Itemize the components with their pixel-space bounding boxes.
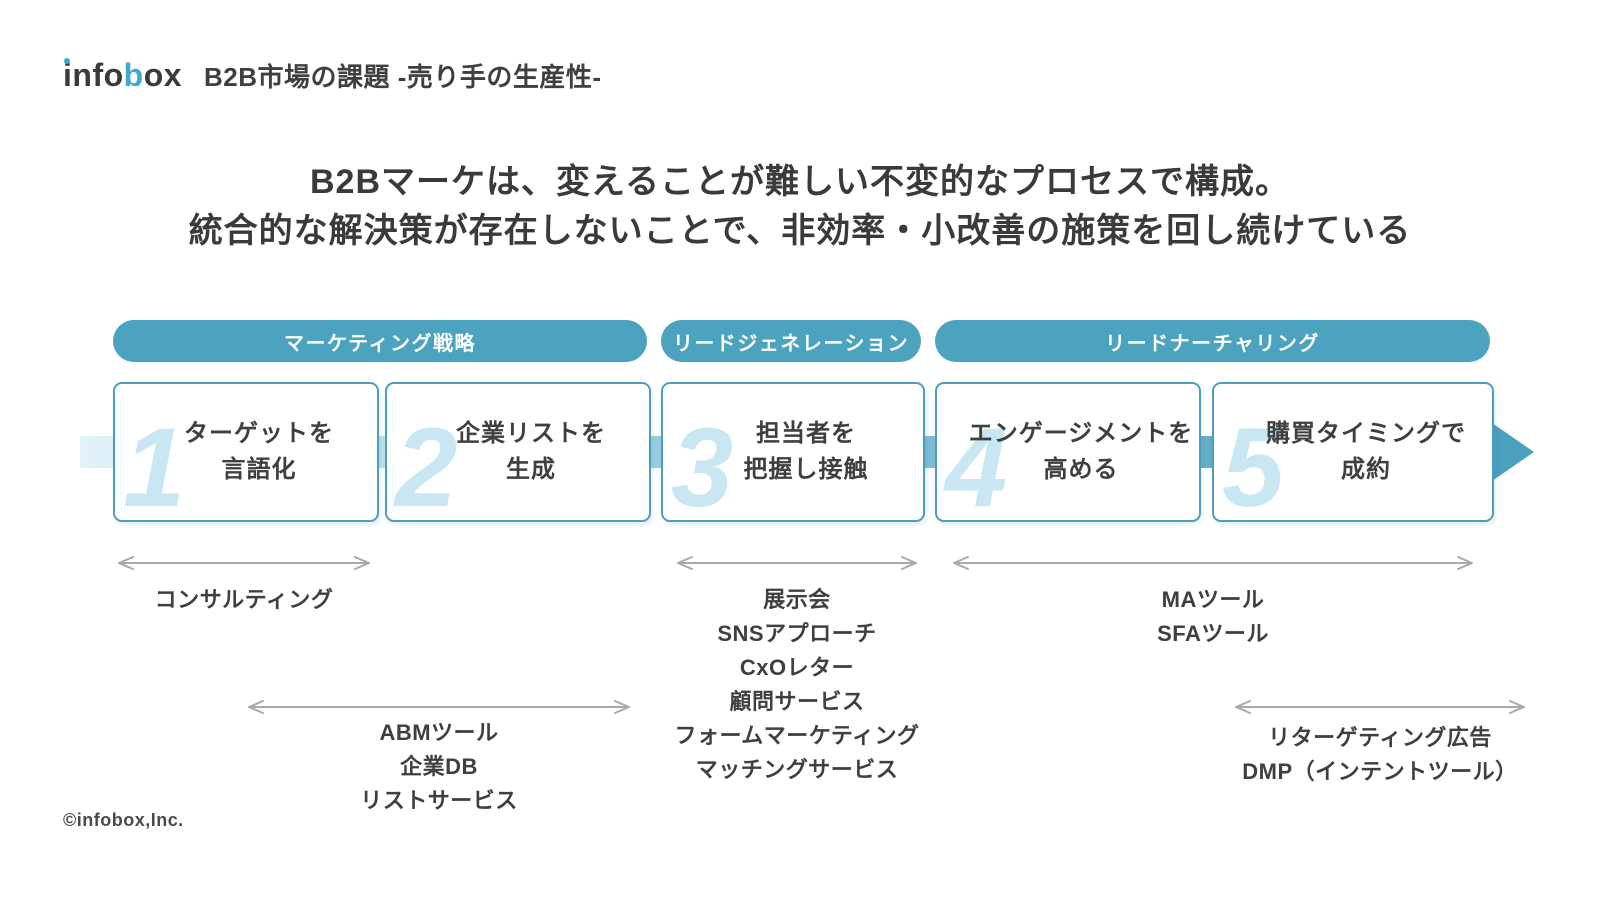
step-box-3: 3 担当者を 把握し接触 xyxy=(661,382,925,522)
range-arrow-retargeting xyxy=(1230,698,1530,716)
step-label-line1: 購買タイミングで xyxy=(1266,420,1466,447)
step-number: 3 xyxy=(671,405,734,522)
solution-item: コンサルティング xyxy=(154,587,334,612)
phase-pill-lead-nurturing: リードナーチャリング xyxy=(935,320,1490,362)
header: infobox B2B市場の課題 -売り手の生産性- xyxy=(63,55,602,94)
solution-item: 企業DB xyxy=(400,754,478,779)
phase-label: リードジェネレーション xyxy=(672,332,910,355)
step-label-line2: 把握し接触 xyxy=(743,456,869,483)
copyright: ©infobox,Inc. xyxy=(63,810,184,830)
solution-item: DMP（インテントツール） xyxy=(1242,759,1518,784)
range-arrow-listtools xyxy=(243,698,635,716)
step-label-line1: エンゲージメントを xyxy=(968,420,1194,447)
step-label-line1: 企業リストを xyxy=(456,420,606,447)
step-label: 企業リストを 生成 xyxy=(387,384,649,520)
solution-item: MAツール xyxy=(1161,587,1265,612)
solution-item: ABMツール xyxy=(379,720,499,745)
solution-list-consulting: コンサルティング xyxy=(94,583,394,617)
step-label-line2: 生成 xyxy=(506,456,556,483)
phase-label: マーケティング戦略 xyxy=(284,332,476,355)
solution-item: 展示会 xyxy=(763,587,831,612)
step-box-1: 1 ターゲットを 言語化 xyxy=(113,382,379,522)
solution-list-listtools: ABMツール 企業DB リストサービス xyxy=(289,716,589,818)
step-box-2: 2 企業リストを 生成 xyxy=(385,382,651,522)
range-arrow-consulting xyxy=(113,554,375,572)
step-label-line1: ターゲットを xyxy=(184,420,334,447)
infobox-logo: infobox xyxy=(63,59,182,91)
solution-item: リストサービス xyxy=(360,788,518,813)
process-flow-arrowhead-icon xyxy=(1492,423,1534,481)
step-number: 5 xyxy=(1222,405,1285,522)
step-box-5: 5 購買タイミングで 成約 xyxy=(1212,382,1494,522)
step-number: 4 xyxy=(945,405,1008,522)
logo-letter-i: i xyxy=(63,56,73,93)
step-number: 2 xyxy=(395,405,458,522)
solution-list-leadgen: 展示会 SNSアプローチ CxOレター 顧問サービス フォームマーケティング マ… xyxy=(647,583,947,787)
headline-line1: B2Bマーケは、変えることが難しい不変的なプロセスで構成。 xyxy=(310,163,1290,201)
solution-item: リターゲティング広告 xyxy=(1268,725,1492,750)
range-arrow-nurturing xyxy=(948,554,1478,572)
step-label-line2: 高める xyxy=(1043,456,1119,483)
headline: B2Bマーケは、変えることが難しい不変的なプロセスで構成。 統合的な解決策が存在… xyxy=(0,158,1600,256)
phase-pill-marketing-strategy: マーケティング戦略 xyxy=(113,320,647,362)
headline-line2: 統合的な解決策が存在しないことで、非効率・小改善の施策を回し続けている xyxy=(188,211,1412,250)
solution-list-retargeting: リターゲティング広告 DMP（インテントツール） xyxy=(1180,721,1580,789)
solution-item: SFAツール xyxy=(1157,621,1269,646)
solution-item: 顧問サービス xyxy=(729,689,865,714)
step-number: 1 xyxy=(123,405,186,522)
phase-pill-lead-generation: リードジェネレーション xyxy=(661,320,921,362)
logo-text-end: ox xyxy=(143,56,183,93)
step-label-line2: 言語化 xyxy=(221,456,297,483)
step-box-4: 4 エンゲージメントを 高める xyxy=(935,382,1201,522)
solution-list-matools: MAツール SFAツール xyxy=(1063,583,1363,651)
step-label: エンゲージメントを 高める xyxy=(937,384,1199,520)
logo-accent-letter: b xyxy=(123,56,144,93)
slide-title: B2B市場の課題 -売り手の生産性- xyxy=(204,62,602,92)
solution-item: フォームマーケティング xyxy=(674,723,920,748)
solution-item: CxOレター xyxy=(739,655,855,680)
range-arrow-leadgen xyxy=(672,554,922,572)
solution-item: SNSアプローチ xyxy=(717,621,877,646)
logo-text: nfo xyxy=(72,56,124,93)
step-label: 担当者を 把握し接触 xyxy=(663,384,923,520)
step-label-line1: 担当者を xyxy=(756,420,856,447)
step-label-line2: 成約 xyxy=(1341,456,1391,483)
solution-item: マッチングサービス xyxy=(695,757,899,782)
step-label: 購買タイミングで 成約 xyxy=(1214,384,1492,520)
step-label: ターゲットを 言語化 xyxy=(115,384,377,520)
phase-label: リードナーチャリング xyxy=(1105,332,1320,355)
